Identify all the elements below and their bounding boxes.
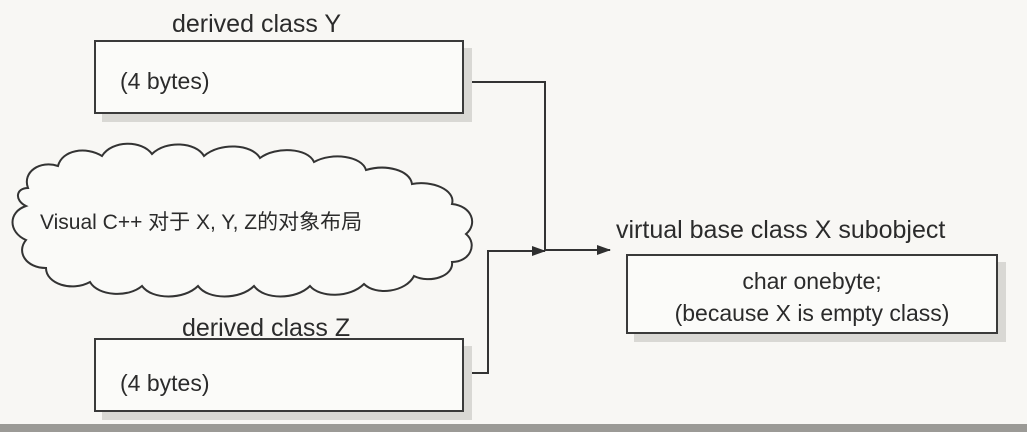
derived-class-y-box: (4 bytes) [94,40,464,114]
virtual-base-line-1: char onebyte; [742,268,882,294]
cloud-shape [11,142,474,298]
derived-class-y-title: derived class Y [172,10,342,38]
cloud-caption: Visual C++ 对于 X, Y, Z的对象布局 [40,211,363,234]
derived-class-z-size: (4 bytes) [120,370,210,396]
virtual-base-title: virtual base class X subobject [616,216,946,244]
virtual-base-box: char onebyte; (because X is empty class) [626,254,998,334]
derived-class-y-size: (4 bytes) [120,68,210,94]
derived-class-z-box: (4 bytes) [94,338,464,412]
derived-class-z-title: derived class Z [182,314,351,342]
virtual-base-line-2: (because X is empty class) [674,300,950,326]
bottom-border [0,424,1027,432]
connector-y [410,81,611,255]
